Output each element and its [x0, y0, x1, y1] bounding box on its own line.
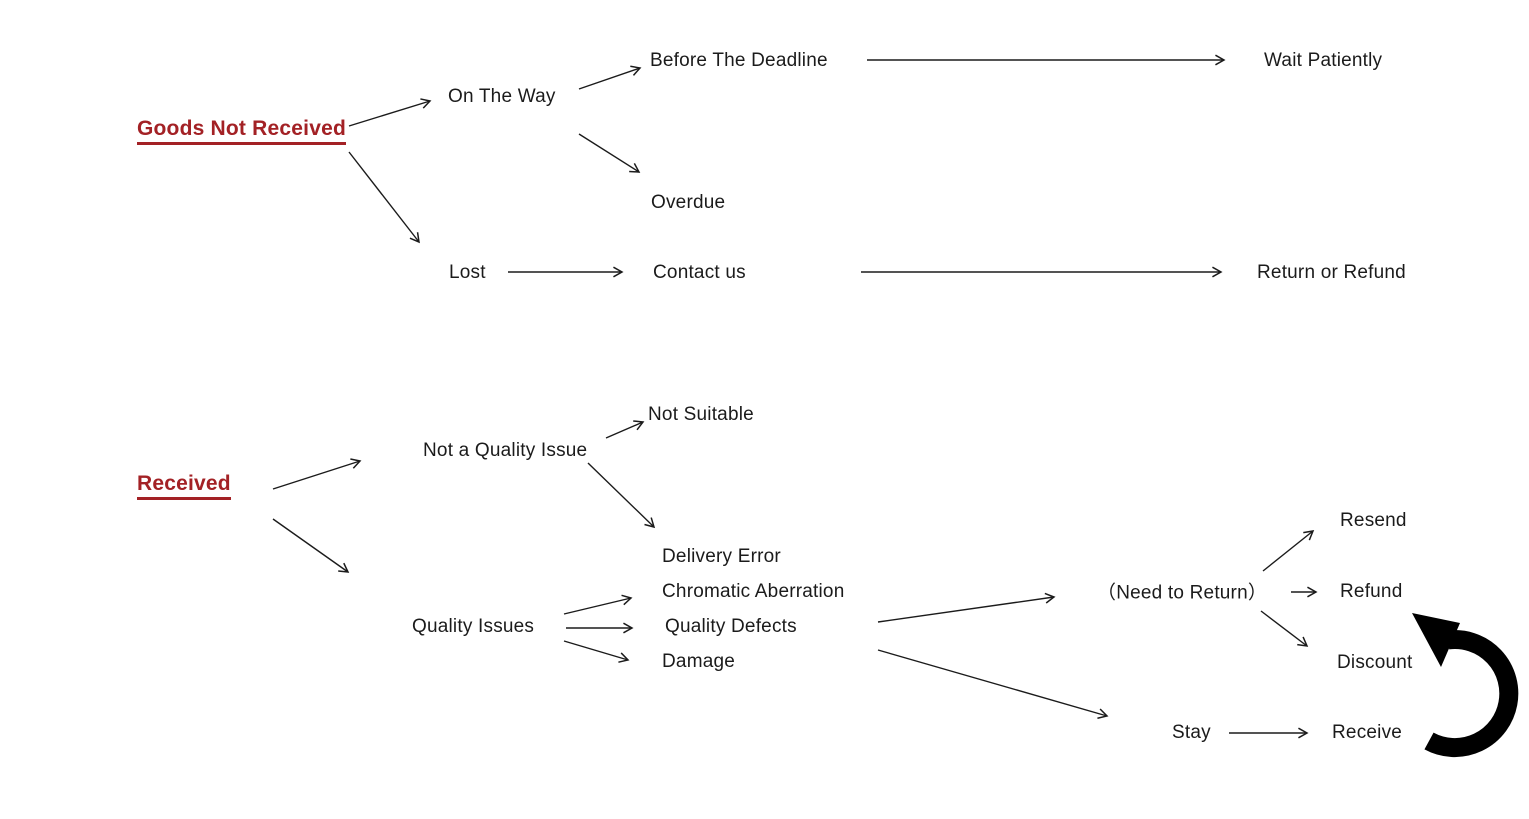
arrow-quality-group-to-need-to-return [877, 592, 1056, 623]
arrow-received-to-quality-issues [272, 518, 350, 573]
arrow-goods-not-received-to-lost [348, 151, 420, 244]
node-overdue: Overdue [651, 192, 726, 213]
curved-return-arrow [1412, 613, 1519, 757]
node-resend: Resend [1340, 510, 1407, 531]
arrow-need-to-return-to-resend [1262, 530, 1315, 572]
node-lost: Lost [449, 262, 486, 283]
node-quality-defects: Quality Defects [665, 616, 797, 637]
arrow-received-to-not-a-quality-issue [272, 458, 362, 490]
node-discount: Discount [1337, 652, 1413, 673]
node-damage: Damage [662, 651, 736, 672]
arrow-on-the-way-to-before-the-deadline [578, 65, 642, 90]
node-contact-us: Contact us [653, 262, 746, 283]
node-wait-patiently: Wait Patiently [1264, 50, 1383, 71]
node-not-a-quality-issue: Not a Quality Issue [423, 440, 588, 461]
arrow-not-a-quality-issue-to-not-suitable [605, 420, 645, 439]
node-chromatic-aberration: Chromatic Aberration [662, 581, 845, 602]
node-need-to-return: （Need to Return） [1097, 582, 1268, 604]
node-before-the-deadline: Before The Deadline [650, 50, 828, 71]
arrow-quality-issues-to-chromatic-aberration [563, 594, 633, 615]
node-quality-issues: Quality Issues [412, 616, 535, 637]
arrow-not-a-quality-issue-to-delivery-error [587, 462, 656, 529]
arrow-quality-issues-to-damage [563, 640, 630, 663]
arrow-goods-not-received-to-on-the-way [348, 98, 432, 127]
arrow-need-to-return-to-discount [1260, 610, 1309, 647]
node-stay: Stay [1172, 722, 1211, 743]
node-delivery-error: Delivery Error [662, 546, 781, 567]
arrow-quality-group-to-stay [877, 649, 1109, 719]
node-not-suitable: Not Suitable [648, 404, 754, 425]
node-return-or-refund: Return or Refund [1257, 262, 1406, 283]
node-refund: Refund [1340, 581, 1403, 602]
node-goods-not-received: Goods Not Received [137, 117, 346, 145]
node-received: Received [137, 472, 231, 500]
node-on-the-way: On The Way [448, 86, 556, 107]
node-receive: Receive [1332, 722, 1403, 743]
arrow-on-the-way-to-overdue [578, 133, 641, 173]
